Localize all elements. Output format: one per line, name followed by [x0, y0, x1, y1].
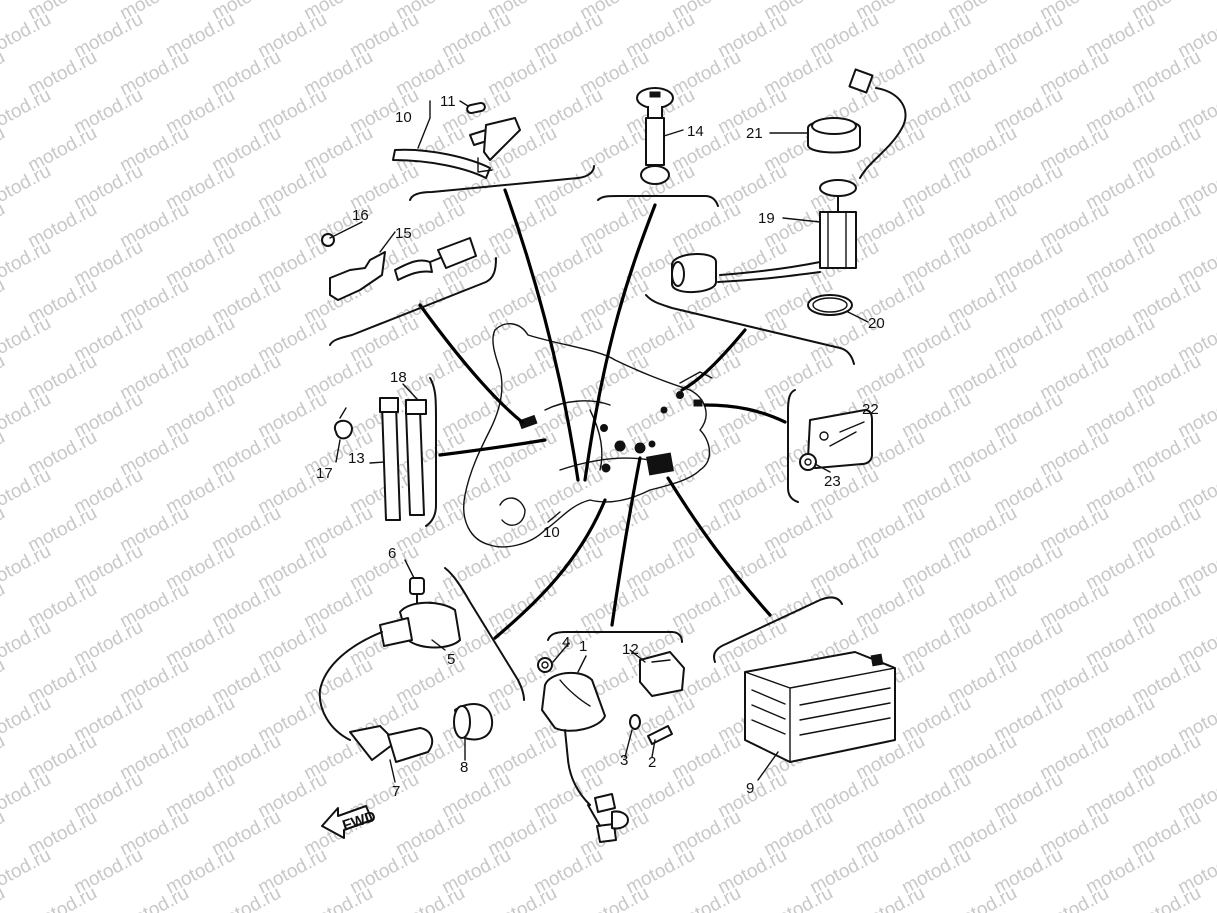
watermark-text: motod.ru [0, 427, 9, 481]
watermark-text: motod.ru [0, 769, 55, 823]
watermark-text: motod.ru [0, 617, 55, 671]
watermark-text: motod.ru [0, 693, 55, 747]
watermark-text: motod.ru [0, 161, 55, 215]
watermark-text: motod.ru [760, 883, 836, 913]
watermark-text: motod.ru [668, 883, 744, 913]
watermark-text: motod.ru [0, 845, 55, 899]
watermark-text: motod.ru [0, 731, 9, 785]
watermark-text: motod.ru [0, 579, 9, 633]
callout-5: 5 [447, 651, 455, 668]
callout-18: 18 [390, 369, 407, 386]
group-brackets [329, 165, 855, 701]
watermark-text: motod.ru [0, 883, 9, 913]
watermark-text: motod.ru [208, 883, 284, 913]
watermark-text: motod.ru [1128, 883, 1204, 913]
watermark-text: motod.ru [0, 503, 9, 557]
watermark-text: motod.ru [0, 199, 9, 253]
callout-19: 19 [758, 210, 775, 227]
part-cable-ties [333, 397, 427, 521]
watermark-text: motod.ru [0, 237, 55, 291]
callout-17: 17 [316, 465, 333, 482]
part-fuel-unit [636, 87, 674, 185]
part-harness-clip [392, 101, 521, 179]
callout-4: 4 [562, 634, 570, 651]
watermark-text: motod.ru [0, 275, 9, 329]
callout-7: 7 [392, 783, 400, 800]
callout-16: 16 [352, 207, 369, 224]
watermark-text: motod.ru [24, 883, 100, 913]
watermark-text: motod.ru [0, 47, 9, 101]
watermark-text: motod.ru [116, 883, 192, 913]
part-cdi-unit [537, 651, 685, 843]
watermark-text: motod.ru [0, 351, 9, 405]
callout-2: 2 [648, 754, 656, 771]
watermark-text: motod.ru [0, 9, 55, 63]
watermark-text: motod.ru [0, 655, 9, 709]
callout-pointers [329, 100, 869, 783]
watermark-text: motod.ru [944, 883, 1020, 913]
part-mount-plate [799, 409, 873, 471]
watermark-text: motod.ru [1036, 883, 1112, 913]
callout-14: 14 [687, 123, 704, 140]
callout-12: 12 [622, 641, 639, 658]
callout-10-body: 10 [543, 524, 560, 541]
callout-15: 15 [395, 225, 412, 242]
callout-1: 1 [579, 638, 587, 655]
watermark-text: motod.ru [0, 389, 55, 443]
part-ignition-coil [318, 577, 494, 763]
callout-8: 8 [460, 759, 468, 776]
callout-13: 13 [348, 450, 365, 467]
part-sensor-switch [321, 233, 477, 301]
callout-21: 21 [746, 125, 763, 142]
watermark-text: motod.ru [0, 541, 55, 595]
callout-9: 9 [746, 780, 754, 797]
callout-10-top: 10 [395, 109, 412, 126]
callout-11: 11 [440, 93, 456, 110]
watermark-text: motod.ru [0, 465, 55, 519]
watermark-text: motod.ru [0, 313, 55, 367]
leader-lines [418, 188, 787, 640]
callout-20: 20 [868, 315, 885, 332]
scooter-body [463, 323, 713, 548]
callout-labels: 1 2 3 4 5 6 7 8 9 10 10 11 12 13 14 15 1… [316, 93, 885, 800]
callout-22: 22 [862, 401, 879, 418]
watermark-text: motod.ru [576, 883, 652, 913]
watermark-text: motod.ru [484, 883, 560, 913]
watermark-text: motod.ru [300, 883, 376, 913]
watermark-text: motod.ru [852, 883, 928, 913]
watermark-text: motod.ru [0, 807, 9, 861]
callout-3: 3 [620, 752, 628, 769]
watermark-text: motod.ru [0, 123, 9, 177]
callout-23: 23 [824, 473, 841, 490]
watermark-text: motod.ru [0, 0, 9, 24]
watermark-text: motod.ru [392, 883, 468, 913]
watermark-text: motod.ru [0, 85, 55, 139]
part-fuel-pump [671, 68, 907, 316]
callout-6: 6 [388, 545, 396, 562]
part-regulator-box [744, 651, 896, 763]
